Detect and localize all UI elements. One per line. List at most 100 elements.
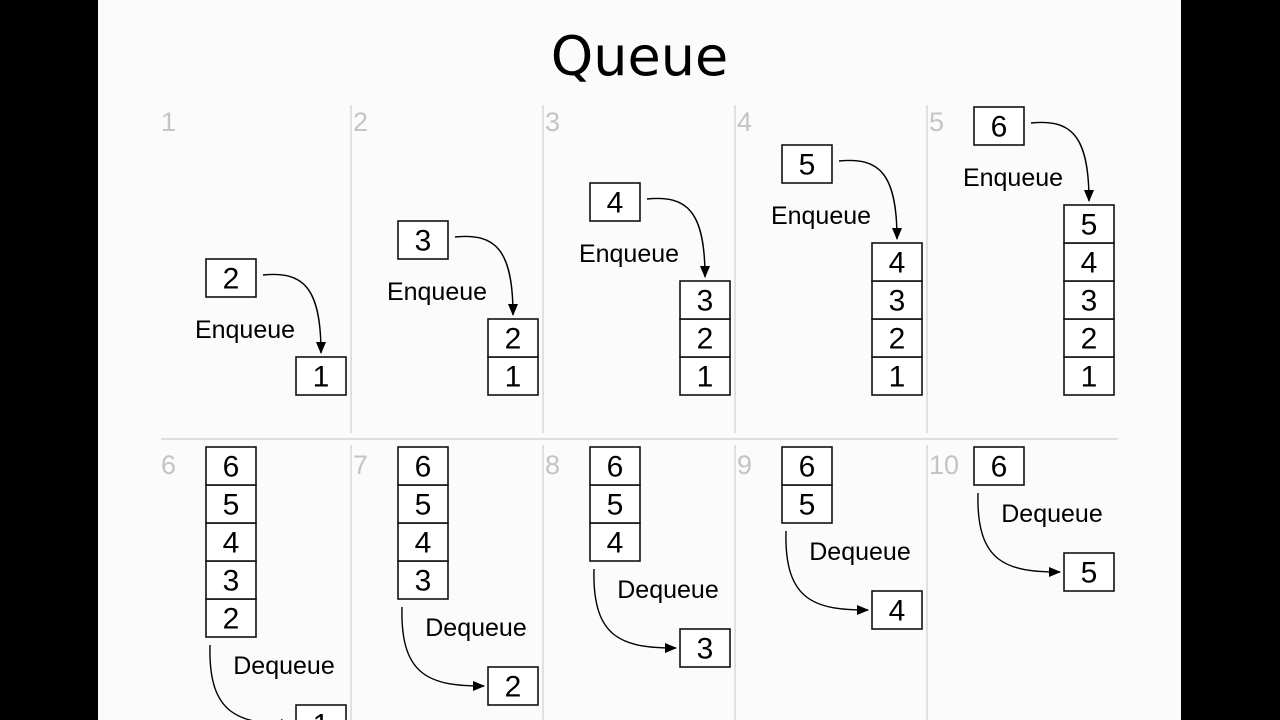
queue-item: 3 <box>871 280 923 320</box>
queue-item: 4 <box>871 242 923 282</box>
moving-item: 3 <box>397 220 449 260</box>
queue-item-value: 6 <box>223 451 240 484</box>
enqueue-label: Enqueue <box>771 202 871 230</box>
queue-diagram: 112Enqueue2123Enqueue31234Enqueue412345E… <box>161 105 1118 720</box>
queue-item-value: 1 <box>505 361 522 394</box>
moving-item-value: 3 <box>415 225 432 258</box>
queue-item: 5 <box>781 484 833 524</box>
enqueue-arrow <box>838 159 902 240</box>
queue-item: 3 <box>205 560 257 600</box>
queue-item-frame <box>205 598 257 638</box>
panels: 112Enqueue2123Enqueue31234Enqueue412345E… <box>161 106 1115 720</box>
queue-item-value: 2 <box>1081 323 1098 356</box>
dequeue-arrow <box>593 568 677 653</box>
queue-item: 5 <box>1063 204 1115 244</box>
queue-item-frame <box>871 356 923 396</box>
queue-item: 5 <box>589 484 641 524</box>
queue-item: 1 <box>1063 356 1115 396</box>
enqueue-label: Enqueue <box>579 240 679 268</box>
step-number: 3 <box>545 107 560 137</box>
queue-item-value: 3 <box>889 285 906 318</box>
queue-item-value: 3 <box>415 565 432 598</box>
queue-item: 4 <box>397 522 449 562</box>
queue-item-frame <box>871 280 923 320</box>
dequeued-item-frame <box>1063 552 1115 592</box>
moving-item-value: 2 <box>223 263 240 296</box>
step-number: 4 <box>737 107 752 137</box>
panel-dividers <box>161 105 1118 720</box>
queue-item: 1 <box>295 356 347 396</box>
moving-item-frame <box>205 258 257 298</box>
queue-item-frame <box>1063 318 1115 358</box>
queue-item-value: 3 <box>223 565 240 598</box>
queue-item-frame <box>397 446 449 486</box>
queue-item-frame <box>205 484 257 524</box>
queue-item-frame <box>679 318 731 358</box>
queue-item-frame <box>205 522 257 562</box>
queue-item: 2 <box>871 318 923 358</box>
dequeue-label: Dequeue <box>425 614 526 642</box>
queue-item: 3 <box>1063 280 1115 320</box>
step-number: 6 <box>161 450 176 480</box>
dequeued-item-value: 4 <box>889 595 906 628</box>
queue-item: 1 <box>679 356 731 396</box>
queue-item-value: 3 <box>1081 285 1098 318</box>
queue-item-frame <box>589 446 641 486</box>
dequeued-item-value: 3 <box>697 633 714 666</box>
queue-item-value: 5 <box>799 489 816 522</box>
queue-item-value: 5 <box>1081 209 1098 242</box>
queue-item-value: 5 <box>415 489 432 522</box>
queue-item-value: 3 <box>697 285 714 318</box>
dequeued-item: 3 <box>679 628 731 668</box>
dequeued-item: 4 <box>871 590 923 630</box>
queue-item: 1 <box>487 356 539 396</box>
queue-item-value: 2 <box>697 323 714 356</box>
dequeue-label: Dequeue <box>233 652 334 680</box>
dequeued-item-frame <box>487 666 539 706</box>
queue-item: 2 <box>487 318 539 358</box>
queue-item: 2 <box>1063 318 1115 358</box>
panel-step-6: 6234561Dequeue <box>161 446 347 720</box>
queue-item-frame <box>781 446 833 486</box>
queue-item: 4 <box>205 522 257 562</box>
queue-item-frame <box>871 318 923 358</box>
moving-item-value: 5 <box>799 149 816 182</box>
dequeued-item: 2 <box>487 666 539 706</box>
queue-item-frame <box>1063 204 1115 244</box>
queue-item: 5 <box>397 484 449 524</box>
queue-item-frame <box>679 356 731 396</box>
queue-item-frame <box>679 280 731 320</box>
queue-item-value: 1 <box>697 361 714 394</box>
queue-item: 2 <box>205 598 257 638</box>
dequeue-label: Dequeue <box>809 538 910 566</box>
dequeue-arrow <box>785 530 869 615</box>
enqueue-arrow <box>646 197 710 278</box>
queue-item-value: 2 <box>223 603 240 636</box>
queue-item-value: 4 <box>889 247 906 280</box>
dequeue-arrow <box>401 606 485 691</box>
queue-item-frame <box>397 522 449 562</box>
moving-item: 6 <box>973 106 1025 146</box>
queue-item-frame <box>487 356 539 396</box>
queue-item-value: 4 <box>1081 247 1098 280</box>
queue-item-frame <box>205 446 257 486</box>
moving-item: 4 <box>589 182 641 222</box>
dequeue-label: Dequeue <box>617 576 718 604</box>
queue-item: 3 <box>679 280 731 320</box>
queue-item-value: 5 <box>223 489 240 522</box>
queue-item: 4 <box>589 522 641 562</box>
step-number: 10 <box>929 450 959 480</box>
dequeue-arrow <box>977 492 1061 577</box>
enqueue-arrow <box>262 273 326 354</box>
dequeued-item-frame <box>871 590 923 630</box>
queue-item-value: 6 <box>415 451 432 484</box>
queue-item: 6 <box>781 446 833 486</box>
dequeue-label: Dequeue <box>1001 500 1102 528</box>
queue-item-frame <box>589 484 641 524</box>
enqueue-label: Enqueue <box>387 278 487 306</box>
